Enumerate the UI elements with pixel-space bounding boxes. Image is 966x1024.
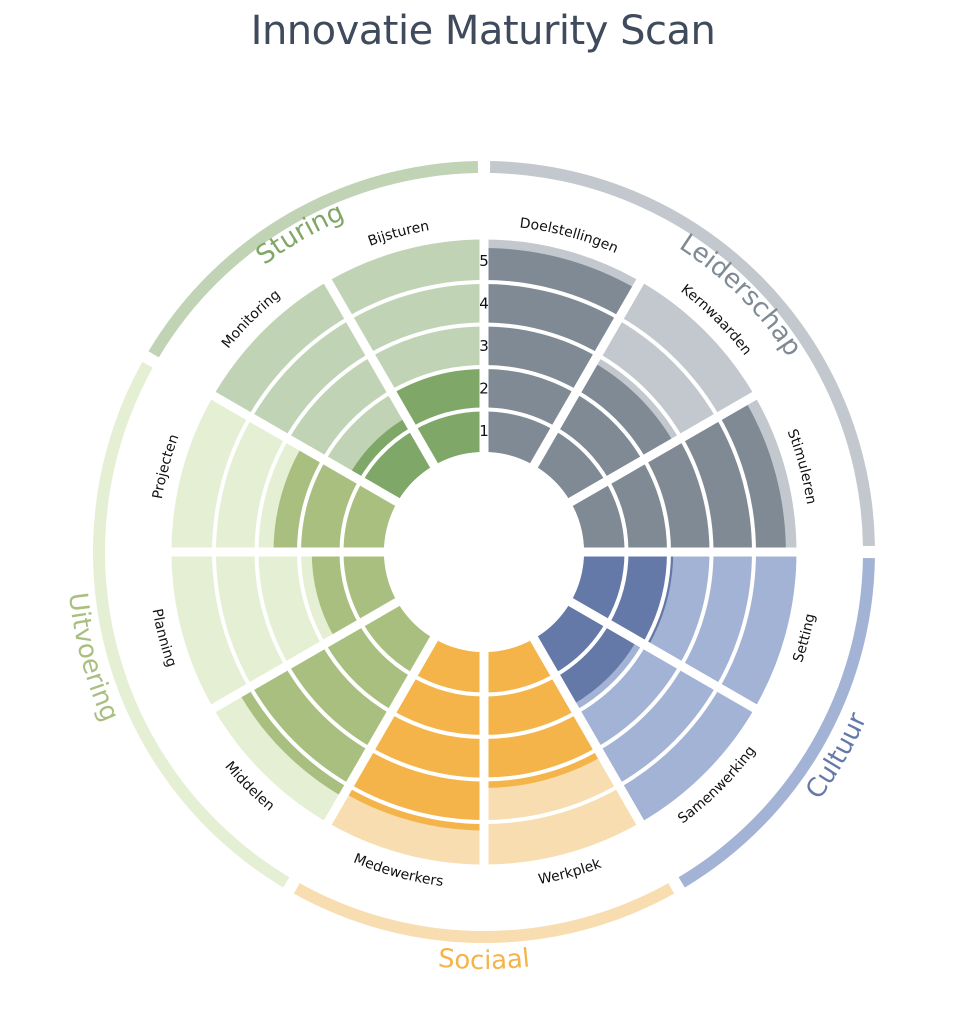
segment-doelstellingen-ring-line-3 [483, 322, 599, 357]
segment-monitoring-ring-line-2 [322, 390, 393, 461]
segment-gap-11 [322, 277, 439, 470]
segment-kernwaarden-ring-line-1 [554, 426, 610, 482]
segment-stimuleren-ring-line-2 [642, 458, 671, 553]
segment-setting-label: Setting [790, 612, 818, 664]
segment-setting-ring-line-2 [642, 551, 671, 646]
segment-setting-ring-line-4 [716, 551, 756, 688]
segment-setting-score-bar [570, 552, 674, 647]
segment-kernwaarden-score-bar [534, 362, 674, 502]
segments-layer [169, 237, 799, 867]
segment-projecten-ring-line-3 [254, 437, 289, 553]
segment-planning-ring-line-4 [212, 551, 252, 688]
segment-doelstellingen-score-bar [484, 248, 636, 466]
segment-projecten-score-bar [273, 446, 398, 552]
segment-gap-2 [566, 390, 759, 507]
segment-planning-ring-line-3 [254, 551, 289, 667]
segment-planning-label: Planning [149, 607, 180, 669]
segment-bijsturen-ring-line-4 [348, 280, 485, 320]
domain-sociaal-label: Sociaal [437, 944, 531, 977]
segment-samenwerking-ring-line-3 [596, 664, 683, 751]
segment-monitoring-score-bar [349, 417, 434, 502]
scale-tick-1: 1 [479, 422, 489, 440]
segment-middelen-ring-line-2 [322, 643, 393, 714]
segment-gap-1 [529, 277, 646, 470]
segment-planning-ring-line-1 [339, 551, 363, 625]
domain-cultuur-arc [678, 557, 875, 888]
segment-bijsturen-label: Bijsturen [366, 218, 431, 250]
segment-projecten-label: Projecten [150, 432, 182, 500]
segment-stimuleren-ring-line-4 [716, 416, 756, 553]
center-circle [384, 452, 584, 652]
scale-tick-5: 5 [479, 252, 489, 270]
segment-bijsturen-ring-line-3 [369, 322, 485, 357]
segment-gap-5 [529, 634, 646, 827]
segment-projecten-ring-line-2 [297, 458, 326, 553]
segment-samenwerking-ring-line-4 [617, 685, 720, 788]
segment-medewerkers-ring-line-1 [411, 673, 485, 697]
segment-samenwerking-ring-line-1 [554, 622, 610, 678]
segment-stimuleren-score-bar [570, 401, 786, 552]
segment-monitoring-ring-line-3 [285, 353, 372, 440]
segment-werkplek-ring-line-4 [483, 784, 620, 824]
segment-planning-ring-line-2 [297, 551, 326, 646]
segment-kernwaarden-ring-line-2 [575, 390, 646, 461]
segment-bijsturen-ring-line-1 [411, 407, 485, 431]
segment-werkplek-score-bar [484, 638, 602, 788]
segment-stimuleren-ring-line-3 [679, 437, 714, 553]
scale-tick-2: 2 [479, 379, 489, 397]
segment-doelstellingen-ring-line-2 [483, 365, 578, 394]
segment-middelen-score-bar [239, 602, 434, 797]
segment-middelen-ring-line-4 [248, 685, 351, 788]
segment-kernwaarden-ring-line-3 [596, 353, 683, 440]
segment-medewerkers-ring-line-3 [369, 747, 485, 782]
domain-sociaal-arc [293, 883, 675, 943]
domain-sturing-arc [148, 161, 479, 358]
segment-samenwerking-ring-line-2 [575, 643, 646, 714]
segment-gap-4 [566, 597, 759, 714]
segment-doelstellingen-ring-line-1 [483, 407, 557, 431]
segment-setting-ring-line-3 [679, 551, 714, 667]
segment-monitoring-ring-line-4 [248, 316, 351, 419]
segment-werkplek-ring-line-2 [483, 710, 578, 739]
segment-bijsturen-ring-line-2 [390, 365, 485, 394]
segment-doelstellingen-ring-line-4 [483, 280, 620, 320]
segment-kernwaarden-ring-line-4 [617, 316, 720, 419]
segment-middelen-ring-line-1 [358, 622, 414, 678]
segment-medewerkers-score-bar [344, 638, 484, 831]
segment-gap-7 [322, 634, 439, 827]
segment-werkplek-ring-line-1 [483, 673, 557, 697]
segment-planning-score-bar [311, 552, 398, 639]
segment-stimuleren-ring-line-1 [605, 479, 629, 553]
scale-tick-3: 3 [479, 337, 489, 355]
domain-arcs-layer [92, 161, 875, 943]
segment-werkplek-ring-line-3 [483, 747, 599, 782]
scale-tick-4: 4 [479, 294, 489, 312]
segment-projecten-ring-line-1 [339, 479, 363, 553]
segment-monitoring-ring-line-1 [358, 426, 414, 482]
segment-middelen-ring-line-3 [285, 664, 372, 751]
segment-werkplek-label: Werkplek [537, 856, 604, 888]
segment-projecten-ring-line-4 [212, 416, 252, 553]
segment-gap-10 [209, 390, 402, 507]
page-title: Innovatie Maturity Scan [250, 8, 716, 54]
segment-gap-8 [209, 597, 402, 714]
segment-medewerkers-ring-line-4 [348, 784, 485, 824]
segment-medewerkers-ring-line-2 [390, 710, 485, 739]
segment-setting-ring-line-1 [605, 551, 629, 625]
